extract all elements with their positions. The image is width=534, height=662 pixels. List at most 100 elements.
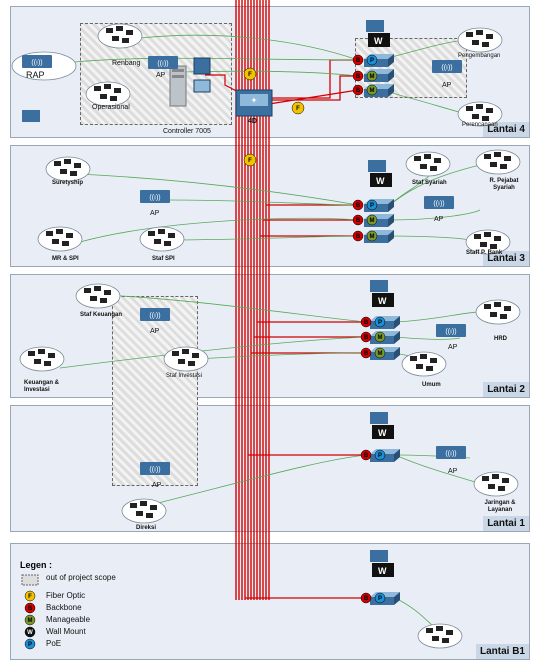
keuangan-investasi-label: Keuangan & Investasi [24,380,60,393]
svg-text:B: B [364,320,369,326]
wall-mount-cabinet [370,412,394,439]
manageable-badge: M [366,214,378,226]
staff-pbank-label: Staff P. Bank [466,250,503,256]
svg-text:M: M [370,234,375,240]
svg-text:M: M [28,618,33,624]
fiber-badge: F [243,67,257,81]
svg-text:B: B [364,596,369,602]
svg-text:F: F [28,594,32,600]
legend-icons: F B M W P [21,574,39,650]
pc-cluster-keuangan-investasi [19,346,65,372]
controller-7005 [169,57,211,107]
svg-text:W: W [27,630,33,636]
ap-icon [148,56,178,69]
backbone-badge: B [352,214,364,226]
rap-cloud [11,51,77,81]
manageable-badge: M [374,347,386,359]
manageable-badge: M [374,331,386,343]
ap-icon [140,190,170,203]
ap-label: AP [152,482,162,489]
staf-keuangan-label: Staf Keuangan [80,312,123,318]
poe-badge: P [374,592,386,604]
pc-cluster-staf-investasi [163,346,209,372]
staf-spi-label: Staf SPI [152,256,175,262]
svg-text:B: B [28,606,33,612]
pc-cluster-staf-spi [139,226,185,252]
jaringan-layanan-label: Jaringan & Layanan [484,500,516,513]
pc-cluster-staf-keuangan [75,283,121,309]
ap-icon [432,60,462,73]
pc-cluster-staf-syariah [405,151,451,177]
ap-icon [436,446,466,459]
svg-text:F: F [296,106,300,112]
ap-label: AP [150,210,160,217]
svg-text:B: B [356,88,361,94]
floor-lantai-1: Lantai 1 [10,405,530,532]
legend-title: Legen : [20,560,53,570]
floor-label: Lantai 3 [483,251,529,266]
out-of-scope-area [112,296,198,486]
svg-text:B: B [356,203,361,209]
svg-text:B: B [356,234,361,240]
floor-label: Lantai 1 [483,516,529,531]
svg-text:P: P [370,58,374,64]
floor-label: Lantai 4 [483,122,529,137]
backbone-badge: B [352,230,364,242]
pc-cluster-hrd [475,299,521,325]
svg-text:B: B [364,453,369,459]
backbone-badge: B [352,70,364,82]
ap-label: AP [434,216,444,223]
ups-unit [22,110,40,122]
manageable-badge: M [366,70,378,82]
pc-cluster-b1 [417,623,463,649]
pc-cluster-direksi [121,498,167,524]
svg-text:P: P [378,596,382,602]
pc-cluster-operasional [85,81,131,107]
staf-investasi-label: Staf Investasi [166,373,203,379]
pejabat-syariah-label: R. Pejabat Syariah [489,178,519,191]
controller-label: Controller 7005 [163,128,211,135]
wall-mount-cabinet [368,160,392,187]
pengembangan-label: Pengembangan [458,53,501,59]
ap-icon [424,196,454,209]
fiber-links [205,74,245,96]
fiber-badge: F [291,101,305,115]
legend-item: PoE [46,639,62,648]
pc-cluster-suretyship [45,156,91,182]
wall-mount-cabinet [370,280,394,307]
manageable-badge: M [366,84,378,96]
core-switch: ✦ [235,89,273,117]
pc-cluster-jaringan-layanan [473,471,519,497]
rap-label: RAP [26,70,45,80]
svg-text:B: B [356,58,361,64]
pc-cluster-pejabat-syariah [475,149,521,175]
backbone-badge: B [352,54,364,66]
poe-badge: P [374,316,386,328]
wall-mount-cabinet [370,550,394,577]
fiber-badge: F [243,153,257,167]
floor-label: Lantai B1 [475,644,529,659]
backbone-badge: B [360,449,372,461]
svg-text:M: M [378,351,383,357]
svg-text:P: P [378,453,382,459]
pc-cluster-umum [401,351,447,377]
svg-text:P: P [370,203,374,209]
hrd-label: HRD [494,336,507,342]
backbone-badge: B [360,592,372,604]
backbone-badge: B [360,316,372,328]
ap-label: AP [448,468,458,475]
legend-item: Wall Mount [46,627,86,636]
ap-icon [436,324,466,337]
svg-text:B: B [364,351,369,357]
backbone-badge: B [352,199,364,211]
ap-label: AP [156,72,166,79]
pc-cluster-pengembangan [457,27,503,53]
svg-text:✦: ✦ [251,96,258,105]
staf-syariah-label: Staf Syariah [412,180,447,186]
suretyship-label: Suretyship [52,180,84,186]
svg-text:P: P [378,320,382,326]
legend-item: Backbone [46,603,82,612]
direksi-label: Direksi [136,525,157,531]
svg-text:M: M [370,74,375,80]
legend-item: Manageable [46,615,91,624]
